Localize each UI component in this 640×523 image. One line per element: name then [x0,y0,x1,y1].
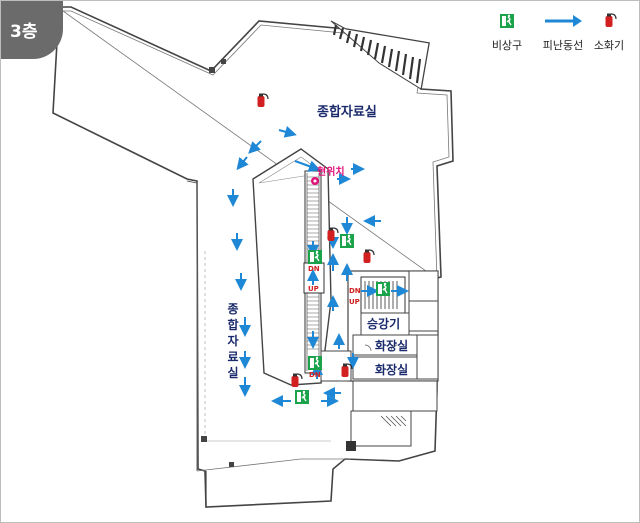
stair-dn-label: DN [349,287,361,295]
current-location-label: 현위치 [317,167,345,178]
service-block [320,270,439,451]
fire-extinguisher-icon [604,12,617,28]
room-label-main-hall: 종합자료실 [317,105,377,120]
central-core [252,148,332,386]
legend-route: 피난동선 [535,13,591,53]
room-label-restroom-1: 화장실 [375,339,409,353]
evacuation-routes [227,126,409,407]
emergency-exit-icon [499,13,515,29]
legend-exit-label: 비상구 [491,39,523,52]
floor-badge: 3층 [1,1,63,59]
legend-exit: 비상구 [479,13,535,53]
stair-up-label: UP [349,298,360,306]
stair-dn-label: DN [308,265,320,273]
emergency-exit-icon [307,249,323,265]
northeast-stair [330,20,430,90]
stair-dn-label: DN [309,371,321,379]
room-label-restroom-2: 화장실 [375,363,409,377]
legend-extinguisher: 소화기 [581,12,637,53]
legend-extinguisher-label: 소화기 [593,39,625,52]
evacuation-arrow-icon [545,15,582,27]
current-location-icon [311,177,319,185]
emergency-exit-icon [294,389,310,405]
room-label-elevator: 승강기 [367,317,401,331]
emergency-exit-icon [307,355,323,371]
legend-route-label: 피난동선 [542,39,584,52]
room-label-west-hall: 종합자료실 [227,302,239,380]
stair-up-label: UP [308,285,319,293]
emergency-exit-icon [375,281,391,297]
emergency-exit-icon [339,233,355,249]
floor-label: 3층 [10,22,38,42]
